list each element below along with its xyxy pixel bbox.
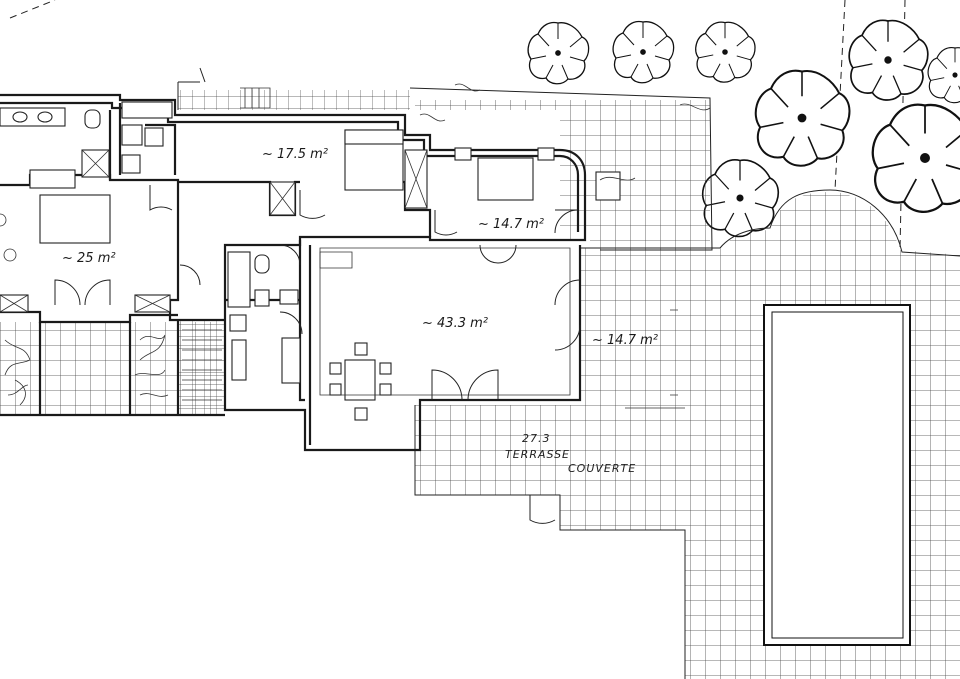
fixture-icon [595,171,621,201]
doors [54,185,581,524]
nightstand-icon [537,147,555,161]
bathtub-icon [121,101,173,119]
bathtub-icon [0,107,66,127]
tree-icon [927,46,960,104]
master-bedroom-area-label: ~ 25 m² [62,251,116,266]
toilet-icon [121,124,143,146]
bathtub-icon [227,251,251,308]
stairs [182,87,353,401]
chair-icon [354,407,368,421]
chair-icon [379,383,392,396]
bathroom-fixtures [0,101,621,384]
terrace-label-line2: COUVERTE [568,462,636,475]
living-room-area-label: ~ 43.3 m² [422,316,488,331]
tree-icon [695,21,756,83]
terrace-outlines [177,67,960,679]
toilet-icon [144,127,164,147]
bed-icon [39,194,111,244]
terrace-side-area-label: ~ 14.7 m² [592,333,658,348]
bidet-icon [121,154,141,174]
chair-icon [354,342,368,356]
bed-pillow [344,129,404,145]
bedroom-2-area-label: ~ 14.7 m² [478,217,544,232]
beds [29,129,555,244]
bedroom-1-area-label: ~ 17.5 m² [262,147,328,162]
plants [0,83,711,406]
nightstand-icon [29,169,76,189]
tree-icon [612,20,675,84]
nightstand-icon [454,147,472,161]
dining-table-icon [344,359,376,401]
wardrobes [0,149,428,313]
swimming-pool [763,304,911,646]
terrace-area-label: 27.3 [522,432,551,445]
chair-icon [329,362,342,375]
tree-icon [754,69,851,167]
chair-icon [329,383,342,396]
tree-icon [848,19,929,101]
kitchen-counter [231,339,247,381]
terrace-label-line1: TERRASSE [505,448,570,461]
tree-icon [871,103,960,213]
sink-icon [37,111,53,123]
living-room-details [319,247,685,409]
sink-icon [12,111,28,123]
bidet-icon [254,289,270,307]
tree-icon [701,159,780,238]
bed-icon [477,157,534,201]
chair-icon [379,362,392,375]
kitchen-counter [281,337,301,384]
toilet-icon [254,254,270,274]
dining-set [329,342,392,421]
appliance-icon [229,314,247,332]
toilet-icon [84,109,101,129]
tree-icon [527,21,590,85]
sink-icon [279,289,299,305]
